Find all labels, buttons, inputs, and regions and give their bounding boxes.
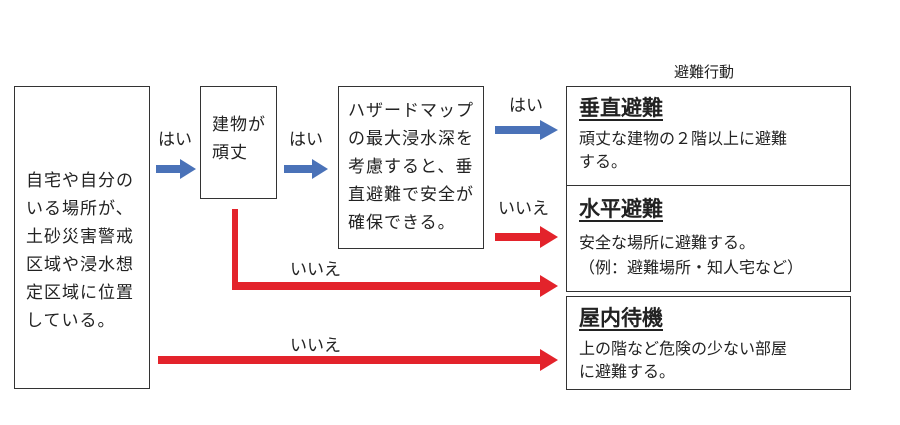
vertical-evacuation-box: 垂直避難 頑丈な建物の２階以上に避難 する。 [566,86,851,186]
horizontal-evacuation-box: 水平避難 安全な場所に避難する。 （例：避難場所・知人宅など） [566,185,851,292]
building-sturdy-text: 建物が 頑丈 [212,115,266,163]
no-arrow-3 [158,349,558,371]
vertical-evacuation-title: 垂直避難 [579,96,663,120]
indoor-stay-title: 屋内待機 [579,306,663,330]
no-label-3: いいえ [290,336,341,356]
yes-arrow-1 [156,159,196,179]
hazard-map-text: ハザードマップ の最大浸水深を 考慮すると、垂 直避難で安全が 確保できる。 [348,101,474,233]
building-sturdy-box: 建物が 頑丈 [200,86,277,199]
yes-arrow-3 [495,120,558,140]
yes-label-1: はい [158,130,192,150]
location-condition-box: 自宅や自分の いる場所が、 土砂災害警戒 区域や浸水想 定区域に位置 している。 [14,86,150,389]
hazard-map-box: ハザードマップ の最大浸水深を 考慮すると、垂 直避難で安全が 確保できる。 [338,86,484,249]
no-arrow-2 [232,209,558,297]
yes-arrow-2 [284,159,328,179]
yes-label-3: はい [509,96,543,116]
no-arrow-1 [495,226,558,248]
horizontal-evacuation-title: 水平避難 [579,197,663,221]
location-condition-text: 自宅や自分の いる場所が、 土砂災害警戒 区域や浸水想 定区域に位置 している。 [26,171,134,331]
no-label-2: いいえ [290,260,341,280]
vertical-evacuation-desc: 頑丈な建物の２階以上に避難 する。 [579,129,788,171]
indoor-stay-desc: 上の階など危険の少ない部屋 に避難する。 [579,339,788,381]
indoor-stay-box: 屋内待機 上の階など危険の少ない部屋 に避難する。 [566,296,851,390]
no-label-1: いいえ [498,199,549,219]
actions-header: 避難行動 [674,63,735,81]
yes-label-2: はい [289,130,323,150]
horizontal-evacuation-desc: 安全な場所に避難する。 （例：避難場所・知人宅など） [579,233,804,277]
